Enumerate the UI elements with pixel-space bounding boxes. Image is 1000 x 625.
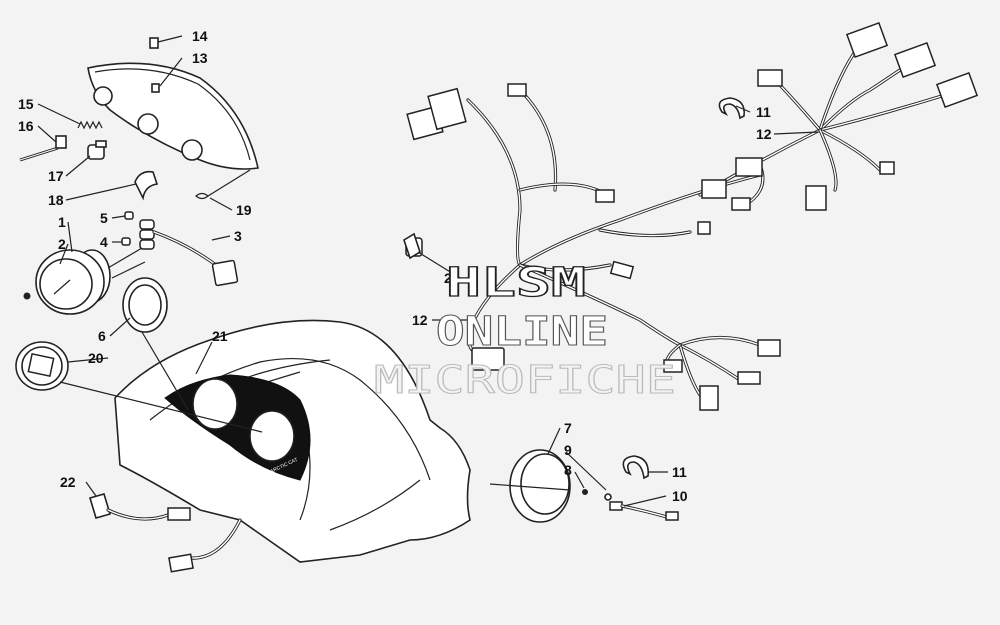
callout-11a: 11: [756, 104, 771, 120]
callout-22: 21: [212, 328, 228, 344]
watermark-line-1: HLSM: [446, 260, 586, 306]
watermark: HLSM ONLINE MICROFICHE: [374, 259, 677, 402]
gauge-lamp-bulbs: [121, 211, 155, 250]
callout-14: 13: [192, 50, 208, 66]
callout-3: 3: [234, 228, 242, 244]
indicator-bezel: [15, 341, 69, 391]
bulb-socket: [87, 140, 107, 160]
callout-20: 19: [236, 202, 252, 218]
adjuster-screw: [19, 135, 67, 162]
callout-labels: 14 13 15 16 17 18 19 1 2 5 4 3 6 20 21 2…: [18, 28, 772, 504]
adjuster-spring: [77, 120, 103, 130]
gauge-bezel-ring: [122, 277, 168, 333]
callout-23: 22: [60, 474, 76, 490]
sub-wiring-harness: [698, 21, 979, 211]
callout-12: 12: [756, 126, 772, 142]
callout-10: 10: [672, 488, 688, 504]
callout-21: 20: [88, 350, 104, 366]
callout-24: 24: [444, 270, 460, 286]
relay-bracket: [403, 232, 421, 260]
tachometer-gauge: [489, 449, 679, 523]
callout-17: 16: [18, 118, 34, 134]
socket-boot: [134, 170, 159, 201]
headlight-assembly: [87, 37, 259, 170]
callout-1: 1: [58, 214, 66, 230]
gauge-harness: [107, 230, 239, 287]
callout-8: 8: [564, 462, 572, 478]
watermark-line-3: MICROFICHE: [374, 358, 676, 402]
callout-11b: 11: [672, 464, 687, 480]
accessory-harness: [89, 493, 242, 573]
callout-15: 14: [192, 28, 208, 44]
dash-panel: ARCTIC CAT: [114, 319, 471, 563]
callout-19: 18: [48, 192, 64, 208]
callout-13: 12: [412, 312, 428, 328]
callout-18: 17: [48, 168, 64, 184]
leader-lines: [37, 35, 819, 507]
retaining-clip: [195, 169, 251, 200]
callout-16: 15: [18, 96, 34, 112]
callout-9: 9: [564, 442, 572, 458]
callout-2: 2: [58, 236, 66, 252]
harness-clamp-top: [718, 97, 746, 120]
harness-clamp-bottom: [622, 455, 650, 480]
callout-7: 7: [564, 420, 572, 436]
callout-6: 6: [98, 328, 106, 344]
speedometer-gauge: [23, 249, 111, 315]
callout-4: 4: [100, 234, 108, 250]
callout-5: 5: [100, 210, 108, 226]
watermark-line-2: ONLINE: [436, 309, 608, 355]
